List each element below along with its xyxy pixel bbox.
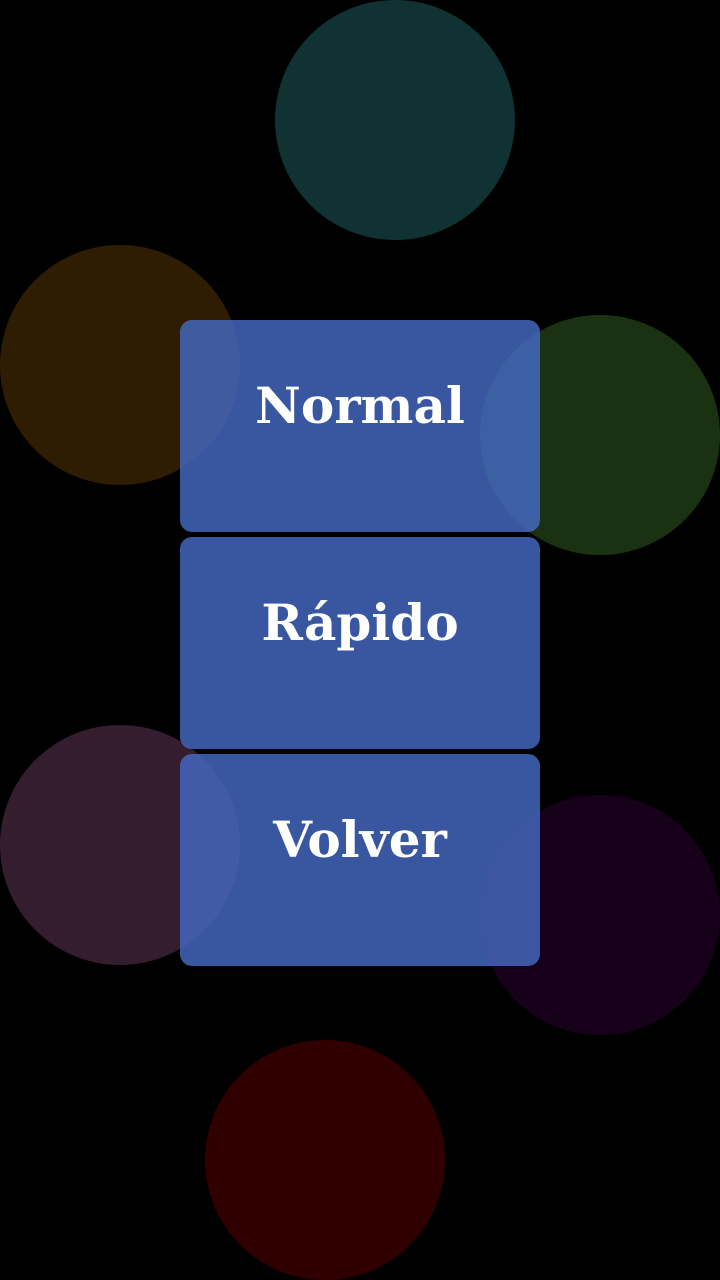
normal-mode-button[interactable]: Normal <box>180 320 540 532</box>
back-button[interactable]: Volver <box>180 754 540 966</box>
decorative-circle-red <box>205 1040 445 1280</box>
fast-mode-button[interactable]: Rápido <box>180 537 540 749</box>
decorative-circle-teal <box>275 0 515 240</box>
